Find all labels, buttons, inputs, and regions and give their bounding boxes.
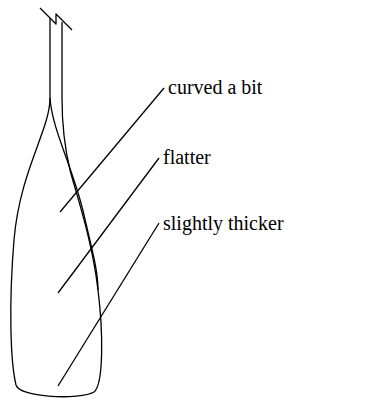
leader-line — [58, 223, 159, 386]
leader-line — [60, 88, 164, 212]
callout-label: flatter — [163, 146, 211, 168]
paddle-outline — [11, 18, 102, 397]
break-mark — [40, 8, 72, 30]
paddle-curve — [50, 98, 98, 290]
callout-label: slightly thicker — [163, 212, 284, 234]
callout-label: curved a bit — [168, 76, 262, 98]
leader-line — [58, 158, 159, 293]
